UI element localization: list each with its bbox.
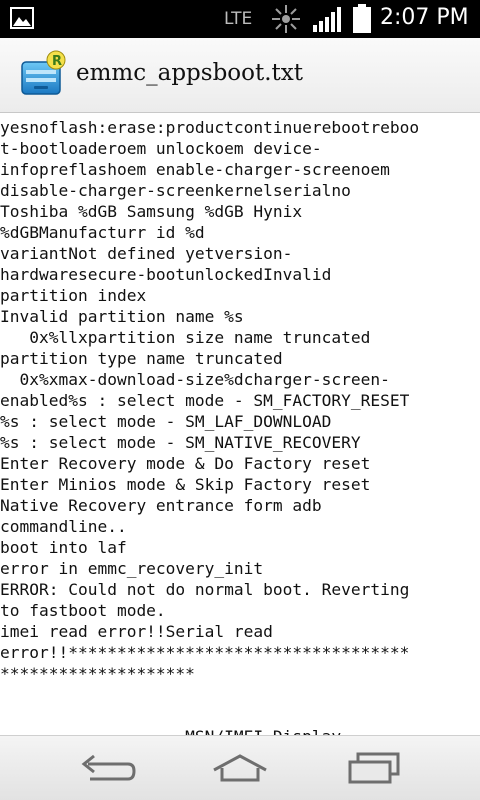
status-bar: LTE 2:07 PM [0,0,480,38]
file-line: error!!*********************************… [0,643,410,662]
sync-icon [272,5,300,33]
file-line: Native Recovery entrance form adb [0,496,322,515]
file-line: imei read error!!Serial read [0,622,273,641]
gallery-icon [10,7,34,29]
file-line: ******************** [0,664,195,683]
signal-icon [313,7,341,32]
recent-apps-icon[interactable] [344,752,404,786]
file-line: 0x%xmax-download-size%dcharger-screen- [0,370,390,389]
file-line: Invalid partition name %s [0,307,244,326]
file-line: enabled%s : select mode - SM_FACTORY_RES… [0,391,410,410]
file-line [0,684,480,705]
file-line: variantNot defined yetversion- [0,244,293,263]
file-line: %dGBManufacturr id %d [0,223,205,242]
file-line: commandline.. [0,517,127,536]
title-bar: R emmc_appsboot.txt [0,38,480,113]
file-line: ERROR: Could not do normal boot. Reverti… [0,580,410,599]
file-line [0,96,480,117]
svg-text:R: R [52,54,62,69]
home-icon[interactable] [210,752,270,786]
file-line: yesnoflash:erase:productcontinuerebootre… [0,118,420,137]
file-line: 0x%llxpartition size name truncated [0,328,371,347]
file-line: %s : select mode - SM_LAF_DOWNLOAD [0,412,332,431]
file-line: Toshiba %dGB Samsung %dGB Hynix [0,202,303,221]
file-line: error in emmc_recovery_init [0,559,264,578]
file-line: MSN/IMEI Display [0,726,480,736]
file-line: hardwaresecure-bootunlockedInvalid [0,265,332,284]
back-icon[interactable] [78,752,138,786]
file-line: partition index [0,286,147,305]
file-line: boot into laf [0,538,127,557]
file-line: Enter Recovery mode & Do Factory reset [0,454,371,473]
page-title: emmc_appsboot.txt [76,60,304,86]
file-line: t-bootloaderoem unlockoem device- [0,139,322,158]
file-line: partition type name truncated [0,349,283,368]
file-line [0,705,480,726]
file-manager-icon[interactable]: R [20,50,66,98]
file-content[interactable]: yesnoflash:erase:productcontinuerebootre… [0,96,480,736]
navigation-bar [0,735,480,800]
file-line: %s : select mode - SM_NATIVE_RECOVERY [0,433,361,452]
file-line: Enter Minios mode & Skip Factory reset [0,475,371,494]
file-line: to fastboot mode. [0,601,166,620]
battery-icon [353,4,371,33]
clock: 2:07 PM [380,5,469,30]
file-line: disable-charger-screenkernelserialno [0,181,351,200]
file-line: infopreflashoem enable-charger-screenoem [0,160,390,179]
network-type: LTE [224,9,253,29]
